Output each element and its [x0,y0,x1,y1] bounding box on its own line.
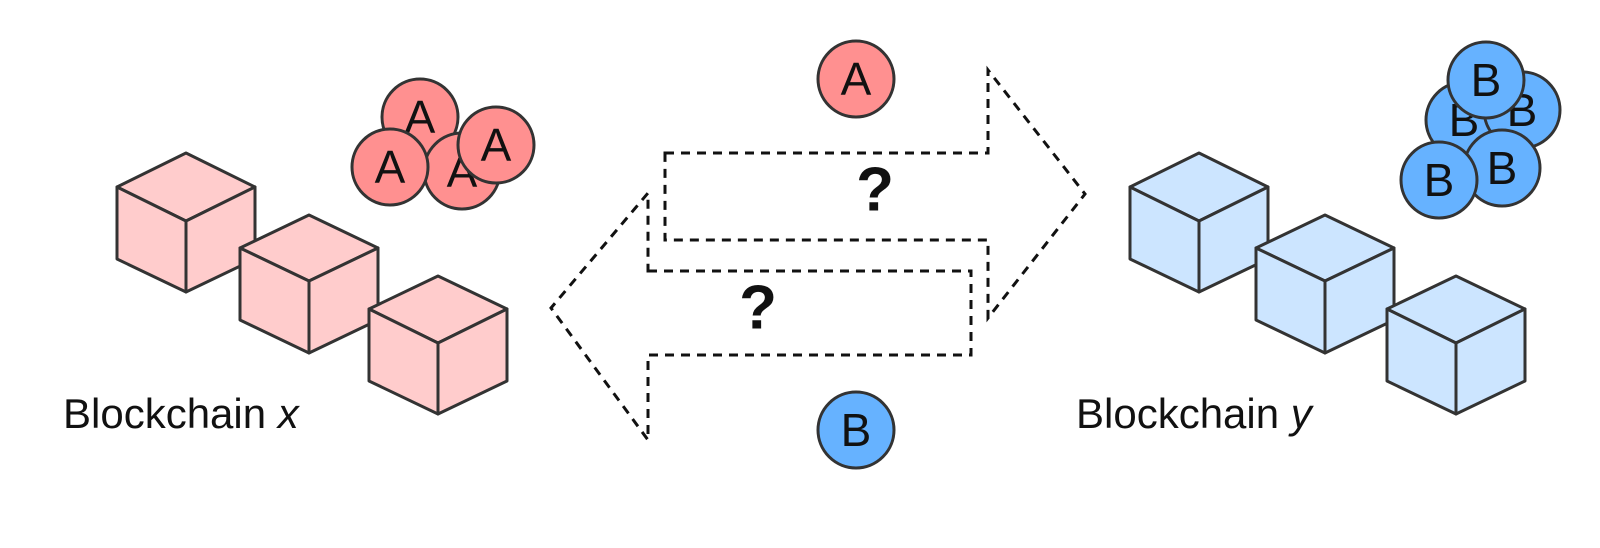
forward-arrow [663,65,1087,323]
svg-text:B: B [1424,154,1455,206]
coin-a-in-transit: A [816,39,896,119]
block-1 [115,151,257,294]
block-3 [1385,274,1527,416]
blockchain-y: Blockchain y [1076,151,1527,437]
block-2 [238,213,380,355]
coin-pile-b: B B B B B [1399,40,1562,220]
block-1 [1128,151,1270,294]
backward-question-mark: ? [739,274,777,343]
blockchain-x-label: Blockchain x [63,390,301,437]
forward-question-mark: ? [856,156,894,225]
coin-b: B [1399,140,1479,220]
coin-a: A [456,105,536,185]
backward-arrow [549,188,973,445]
svg-text:A: A [841,53,872,105]
coin-pile-a: A A A A [350,77,536,211]
svg-text:B: B [1487,142,1518,194]
coin-a: A [350,127,430,207]
svg-text:B: B [841,404,872,456]
block-3 [367,274,509,416]
blockchain-x: Blockchain x [63,151,509,437]
coin-b-in-transit: B [816,390,896,470]
coin-b: B [1462,128,1542,208]
blockchain-y-label: Blockchain y [1076,390,1315,437]
svg-text:A: A [481,119,512,171]
svg-text:B: B [1471,54,1502,106]
coin-b: B [1446,40,1526,120]
block-2 [1254,213,1396,355]
exchange-arrows: ? ? A B [549,39,1087,470]
svg-text:A: A [375,141,406,193]
